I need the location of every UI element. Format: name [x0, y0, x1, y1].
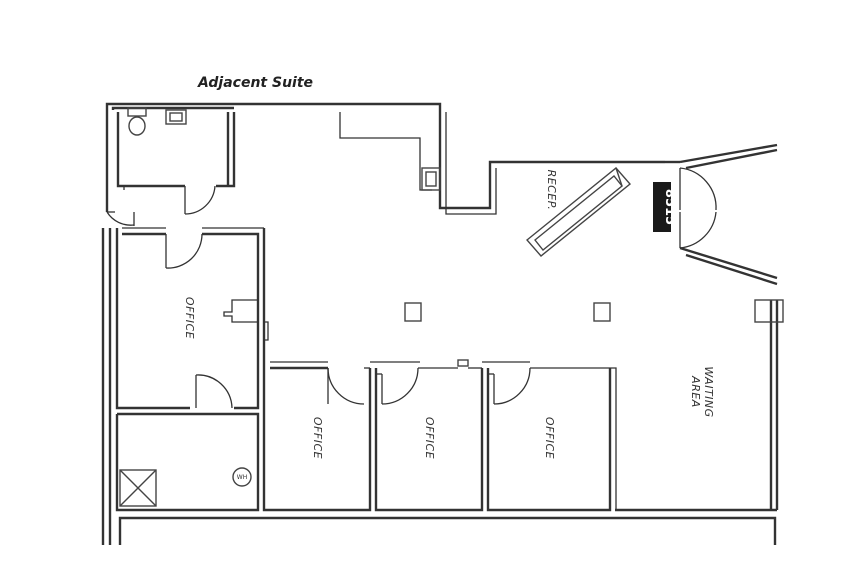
column-2 [593, 302, 611, 322]
room-label-office-1: OFFICE [311, 417, 324, 459]
toilet-icon [128, 116, 146, 136]
toilet-tank [127, 107, 147, 117]
kitchen-sink-icon [421, 167, 441, 191]
office-2-door [381, 367, 419, 405]
room-label-waiting-line1: WAITING [702, 366, 715, 417]
entry-doors: 8515 [653, 160, 717, 249]
water-heater-label: WH [237, 474, 247, 481]
column-3 [754, 299, 784, 323]
corridor-door [106, 211, 135, 226]
office-1-door [327, 367, 365, 405]
column-stub [457, 359, 469, 367]
bottom-offices: OFFICE OFFICE OFFICE [262, 359, 617, 512]
kitchen-sink [421, 167, 441, 191]
column-1 [404, 302, 422, 322]
reception-desk: RECEP. [525, 167, 632, 257]
room-label-office-3: OFFICE [543, 417, 556, 459]
suite-number: 8515 [662, 189, 677, 225]
restroom [116, 107, 236, 215]
suite-number-badge [653, 182, 671, 232]
outer-walls [101, 102, 779, 545]
columns [404, 299, 784, 323]
room-label-waiting-line2: AREA [689, 375, 702, 408]
left-office: OFFICE [115, 227, 269, 410]
room-label-office-2: OFFICE [423, 417, 436, 459]
storage-room: WH [115, 412, 260, 512]
water-heater-icon [232, 467, 252, 487]
entry-door-top [679, 167, 717, 211]
room-label-reception: RECEP. [545, 170, 558, 211]
entry-door-bottom [679, 211, 717, 249]
shaft-icon [119, 469, 157, 507]
room-label-office-left: OFFICE [183, 297, 196, 339]
adjacent-suite-label: Adjacent Suite [197, 75, 313, 91]
office-3-door [493, 367, 531, 405]
sink-icon [165, 109, 187, 125]
